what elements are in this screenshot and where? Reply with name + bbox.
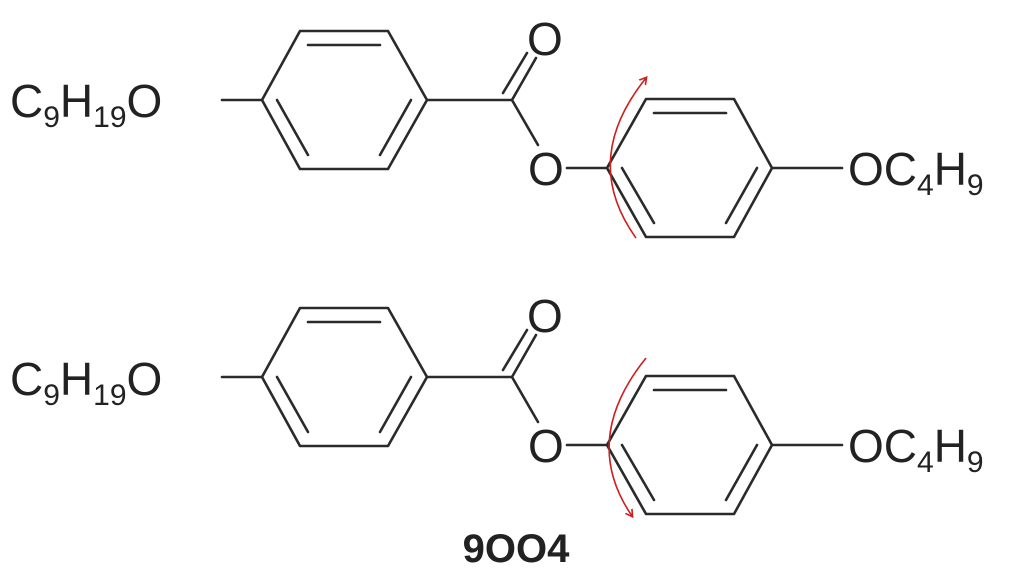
compound-caption: 9OO4 [463,527,570,571]
right-alkoxy-label: OC4H9 [848,420,984,479]
left-benzene-ring [260,306,429,448]
ester-bond [510,98,540,147]
carbonyl-double-bond [510,333,538,379]
right-benzene-ring [605,374,774,516]
molecule-1: C9H19O O O OC4H9 [10,13,984,239]
left-benzene-ring [260,29,429,171]
left-alkoxy-label: C9H19O [10,353,162,412]
left-alkoxy-label: C9H19O [10,75,162,134]
molecule-2: C9H19O O O OC4H9 [10,290,984,516]
right-alkoxy-label: OC4H9 [848,143,984,202]
rotation-arrow-down [608,357,647,516]
ester-oxygen: O [528,143,564,195]
ester-bond [510,375,540,424]
ester-oxygen: O [528,420,564,472]
carbonyl-oxygen: O [527,290,563,342]
carbonyl-double-bond [510,56,538,102]
rotation-arrow-up [609,78,646,239]
right-benzene-ring [605,97,774,239]
carbonyl-oxygen: O [527,13,563,65]
